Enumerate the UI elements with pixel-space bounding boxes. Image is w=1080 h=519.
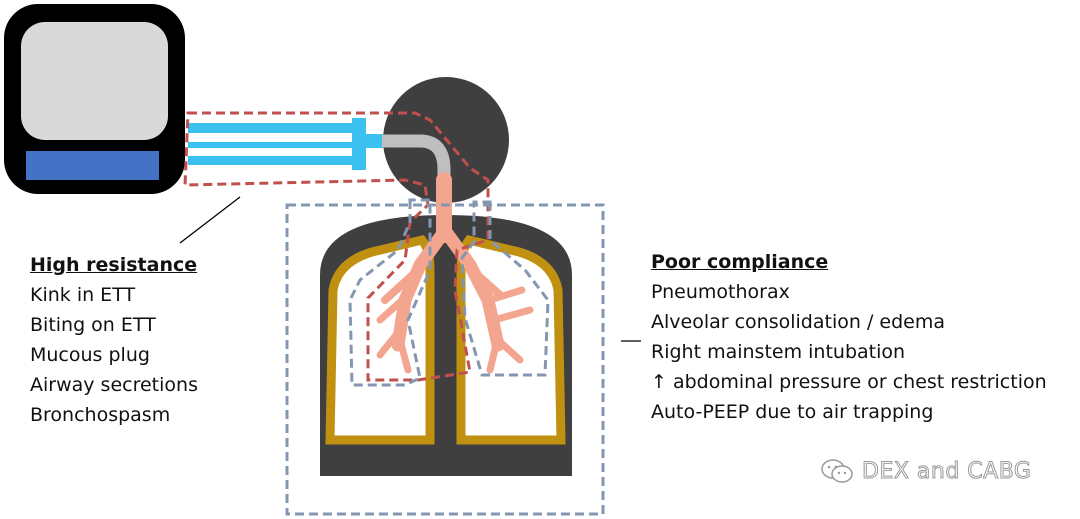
- resistance-item: Biting on ETT: [30, 314, 156, 336]
- endotracheal-tube: [188, 118, 384, 170]
- compliance-item: ↑ abdominal pressure or chest restrictio…: [651, 371, 1047, 393]
- compliance-item: Auto-PEEP due to air trapping: [651, 401, 934, 423]
- high-resistance-heading: High resistance: [30, 254, 198, 276]
- resistance-item: Bronchospasm: [30, 404, 171, 426]
- ventilator-status-bar: [26, 151, 159, 180]
- compliance-item: Right mainstem intubation: [651, 341, 906, 363]
- tube-in-airway: [382, 134, 451, 222]
- resistance-item: Mucous plug: [30, 344, 150, 366]
- compliance-item: Alveolar consolidation / edema: [651, 311, 945, 333]
- ventilator-screen: [21, 22, 168, 140]
- compliance-outer-box: [285, 203, 605, 516]
- high-resistance-panel: High resistance Kink in ETT Biting on ET…: [30, 250, 198, 430]
- compliance-item: Pneumothorax: [651, 281, 790, 303]
- watermark-text: DEX and CABG: [861, 458, 1032, 484]
- poor-compliance-panel: Poor compliance Pneumothorax Alveolar co…: [651, 247, 1047, 427]
- poor-compliance-heading: Poor compliance: [651, 251, 829, 273]
- resistance-outline: [183, 111, 490, 382]
- compliance-outlines: [285, 198, 605, 516]
- airway-tree: [376, 172, 534, 374]
- resistance-item: Kink in ETT: [30, 284, 136, 306]
- ventilator-device: [4, 4, 185, 194]
- wechat-icon: [821, 459, 853, 483]
- watermark: DEX and CABG: [820, 458, 1031, 484]
- resistance-item: Airway secretions: [30, 374, 198, 396]
- resistance-pointer: [179, 196, 241, 244]
